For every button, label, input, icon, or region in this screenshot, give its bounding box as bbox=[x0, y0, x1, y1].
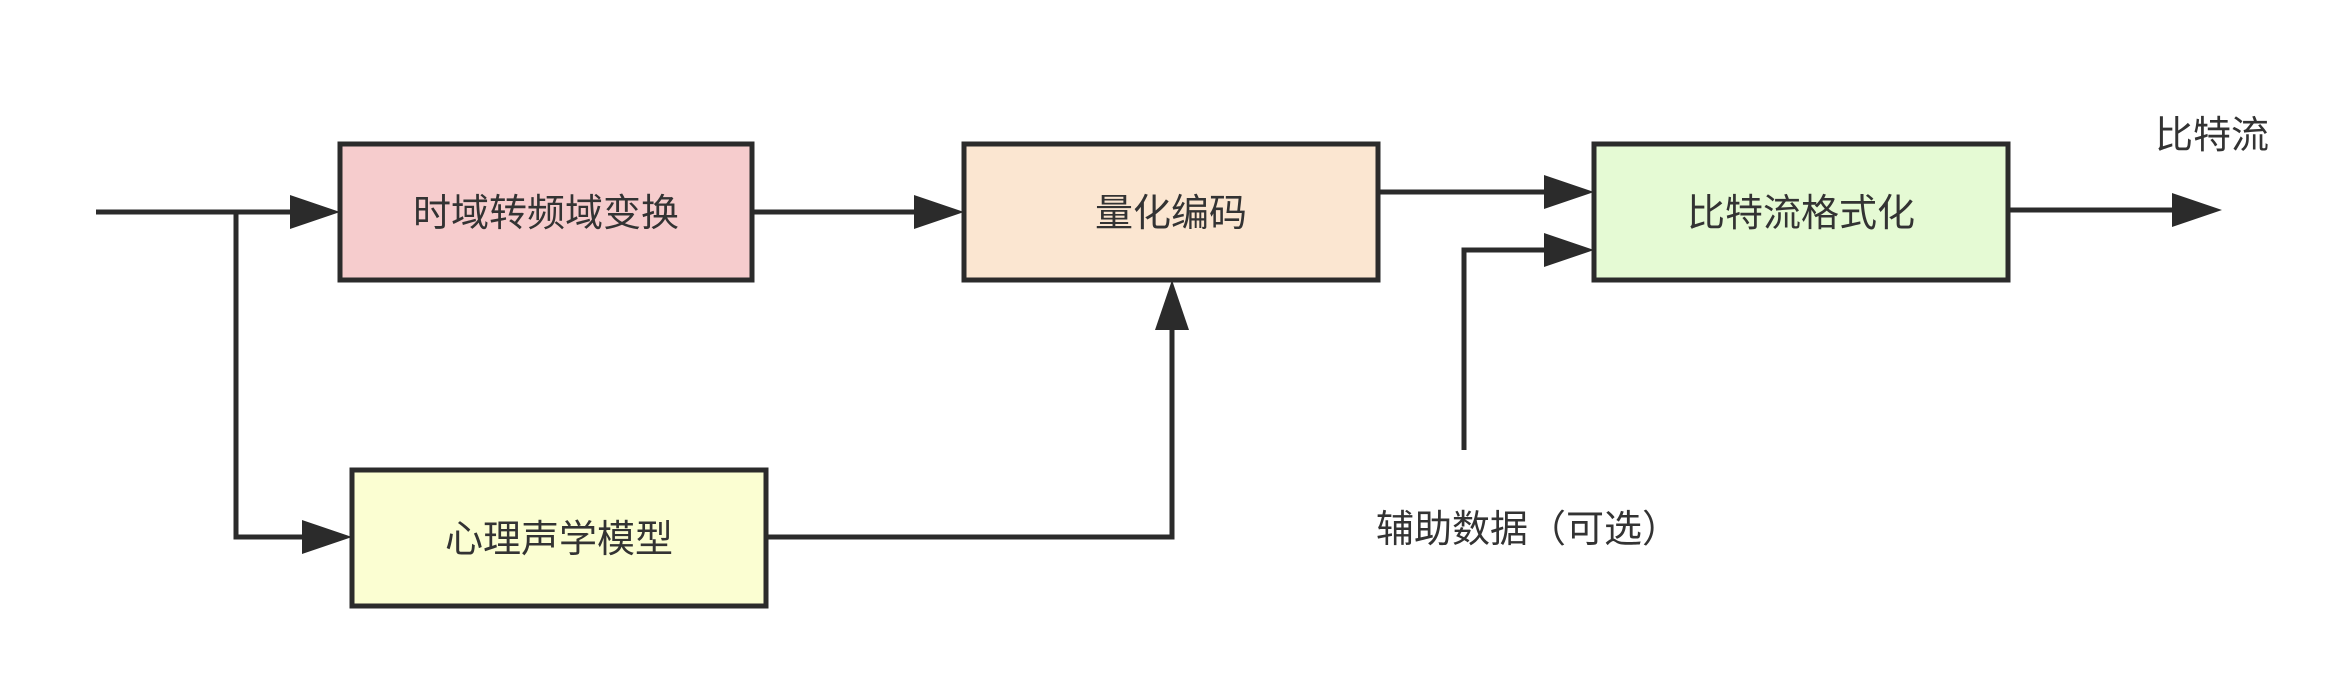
node-format-label: 比特流格式化 bbox=[1687, 191, 1915, 235]
edge-input-to-psycho bbox=[233, 212, 302, 540]
node-quantize: 量化编码 bbox=[961, 141, 1381, 283]
arrowhead-output bbox=[2172, 193, 2222, 227]
node-transform-box bbox=[337, 141, 755, 283]
arrowhead-quantize-bottom bbox=[1155, 280, 1189, 330]
node-format: 比特流格式化 bbox=[1591, 141, 2011, 283]
arrowhead-quantize-left bbox=[914, 195, 964, 229]
node-psycho-label: 心理声学模型 bbox=[445, 517, 673, 561]
node-psycho-box bbox=[349, 467, 769, 609]
arrowhead-format-top bbox=[1544, 175, 1594, 209]
arrowhead-format-bottom bbox=[1544, 233, 1594, 267]
node-format-box bbox=[1591, 141, 2011, 283]
aux-data-label: 辅助数据（可选） bbox=[1376, 507, 1680, 551]
edge-aux-to-format bbox=[1461, 247, 1544, 450]
node-quantize-box bbox=[961, 141, 1381, 283]
node-psycho: 心理声学模型 bbox=[349, 467, 769, 609]
output-label: 比特流 bbox=[2155, 113, 2269, 157]
arrowhead-psycho bbox=[302, 520, 352, 554]
node-quantize-label: 量化编码 bbox=[1095, 191, 1247, 235]
arrowhead-transform bbox=[290, 195, 340, 229]
node-transform: 时域转频域变换 bbox=[337, 141, 755, 283]
arrowheads bbox=[290, 175, 2222, 554]
edge-psycho-to-quantize bbox=[766, 330, 1175, 540]
node-transform-label: 时域转频域变换 bbox=[413, 191, 679, 235]
edges bbox=[96, 189, 2172, 540]
